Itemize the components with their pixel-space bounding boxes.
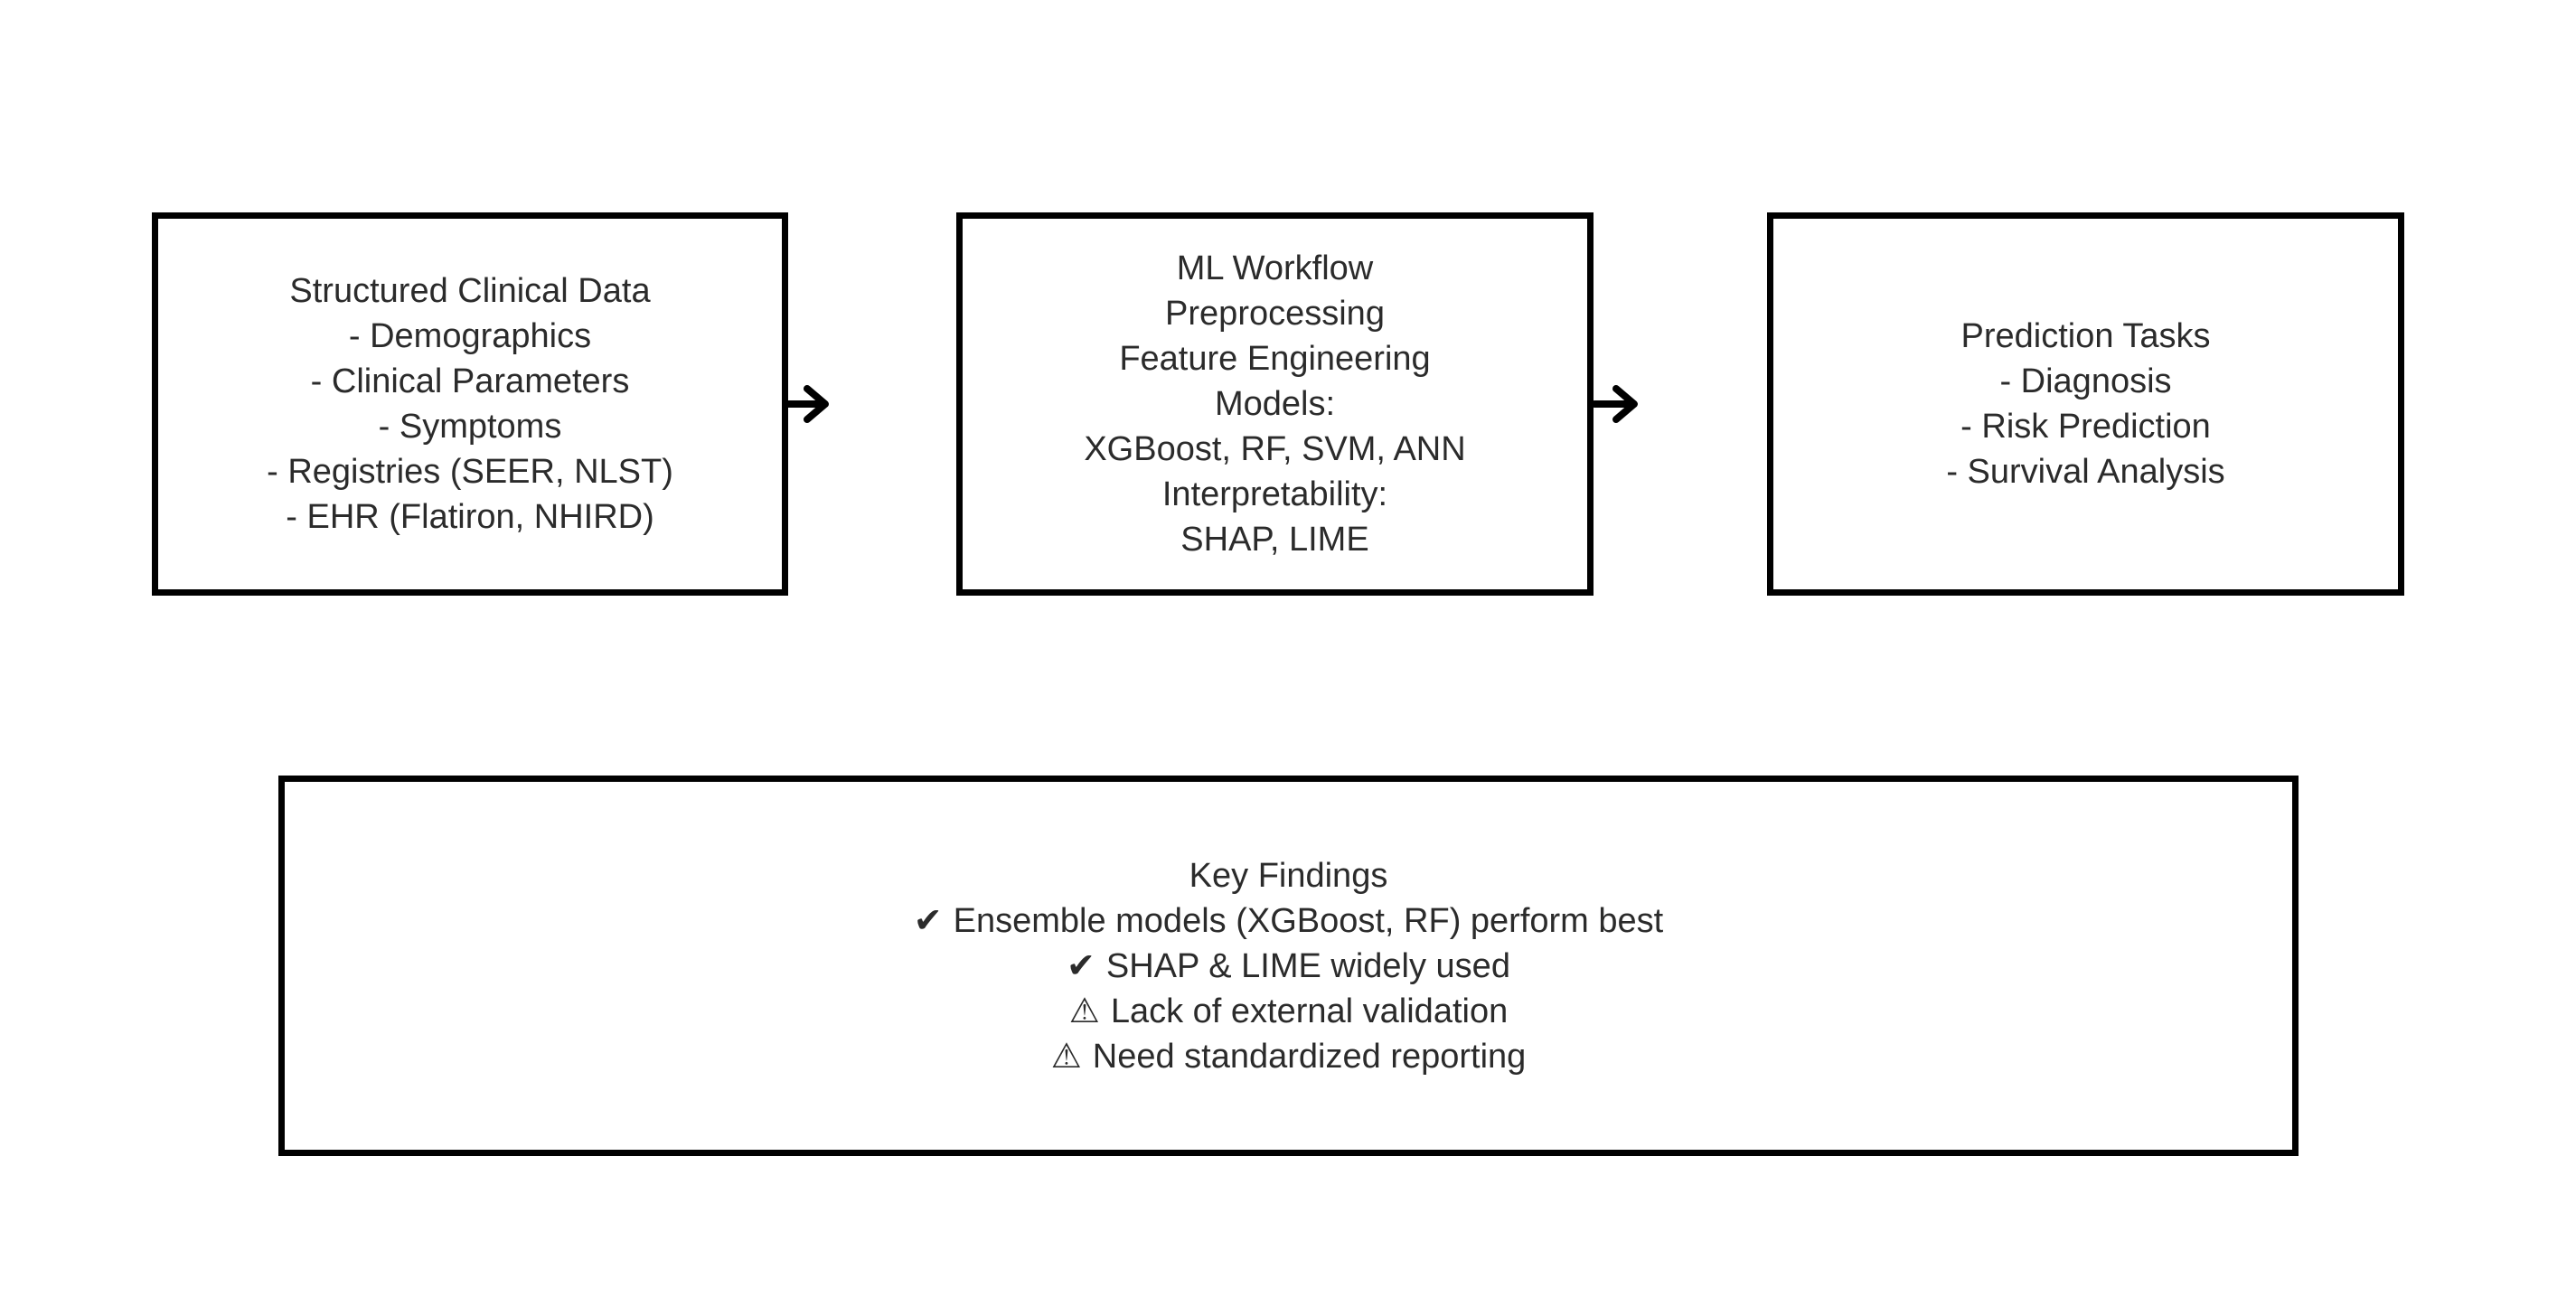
box-title: Prediction Tasks <box>1960 317 2211 355</box>
box-line: - Registries (SEER, NLST) <box>267 453 673 491</box>
box-line: XGBoost, RF, SVM, ANN <box>1084 430 1466 468</box>
source-data-box: Structured Clinical Data - Demographics … <box>152 212 788 596</box>
arrow-right-icon <box>783 385 829 423</box>
box-title: Structured Clinical Data <box>289 272 651 310</box>
warning-icon: ⚠ <box>1068 992 1100 1030</box>
box-line: - Clinical Parameters <box>310 362 630 400</box>
box-line: Feature Engineering <box>1119 340 1431 378</box>
box-line: - Diagnosis <box>1999 362 2172 400</box>
box-line: Preprocessing <box>1165 295 1385 333</box>
finding-text: Ensemble models (XGBoost, RF) perform be… <box>953 901 1664 940</box>
box-line: Interpretability: <box>1161 475 1388 513</box>
finding-item: ⚠ Need standardized reporting <box>1051 1034 1527 1079</box>
box-line: - Demographics <box>348 317 592 355</box>
finding-item: ✔ Ensemble models (XGBoost, RF) perform b… <box>914 898 1663 944</box>
prediction-tasks-box: Prediction Tasks - Diagnosis - Risk Pred… <box>1767 212 2404 596</box>
box-line: - EHR (Flatiron, NHIRD) <box>286 498 654 536</box>
check-icon: ✔ <box>913 901 943 940</box>
box-title: ML Workflow <box>1176 249 1374 287</box>
warning-icon: ⚠ <box>1050 1037 1082 1076</box>
arrow-right-icon <box>1592 385 1638 423</box>
key-findings-box: Key Findings ✔ Ensemble models (XGBoost, … <box>278 776 2299 1156</box>
finding-text: Lack of external validation <box>1110 992 1509 1030</box>
finding-item: ✔ SHAP & LIME widely used <box>1067 944 1510 989</box>
box-line: - Survival Analysis <box>1946 453 2225 491</box>
finding-item: ⚠ Lack of external validation <box>1069 989 1508 1034</box>
box-line: - Risk Prediction <box>1960 408 2211 446</box>
key-findings-title: Key Findings <box>1189 856 1388 895</box>
finding-text: SHAP & LIME widely used <box>1105 946 1510 985</box>
box-line: SHAP, LIME <box>1180 521 1369 559</box>
finding-text: Need standardized reporting <box>1092 1037 1527 1076</box>
ml-workflow-box: ML Workflow Preprocessing Feature Engine… <box>956 212 1594 596</box>
box-line: - Symptoms <box>378 408 562 446</box>
box-line: Models: <box>1214 385 1336 423</box>
check-icon: ✔ <box>1067 946 1095 985</box>
